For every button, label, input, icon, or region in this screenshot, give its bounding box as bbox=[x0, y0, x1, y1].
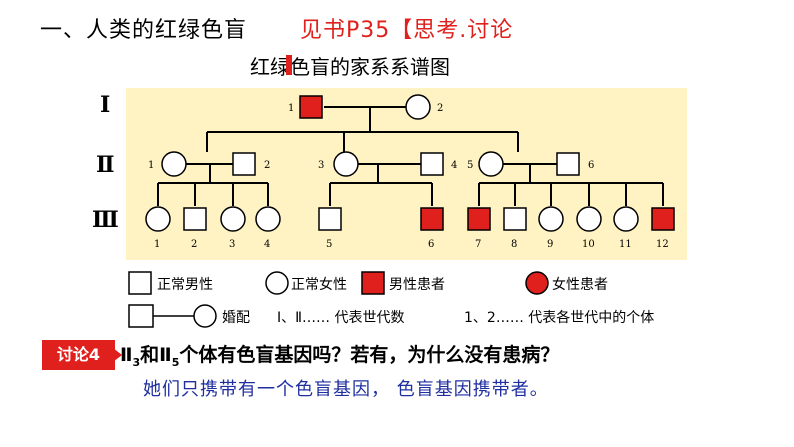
badge-arrow bbox=[113, 348, 122, 362]
generation-label-2: Ⅱ bbox=[96, 152, 115, 178]
gen1-affected-male bbox=[299, 95, 323, 119]
ind-III-12: 12 bbox=[656, 239, 669, 250]
ind-III-9: 9 bbox=[547, 239, 553, 250]
gen3-female-11 bbox=[613, 206, 639, 232]
ind-III-2: 2 bbox=[191, 239, 197, 250]
legend-individual-note: 1、2…… 代表各世代中的个体 bbox=[464, 310, 654, 326]
ind-II-1: 1 bbox=[148, 160, 154, 171]
ind-III-1: 1 bbox=[154, 239, 160, 250]
question-mid: 和Ⅱ bbox=[140, 344, 172, 366]
legend-affected-male: 男性患者 bbox=[389, 277, 445, 293]
discussion-question: Ⅱ3和Ⅱ5个体有色盲基因吗？若有，为什么没有患病？ bbox=[120, 340, 559, 369]
pedigree-background bbox=[126, 88, 687, 260]
textbook-reference: 见书P35【思考.讨论 bbox=[300, 18, 514, 43]
ind-III-3: 3 bbox=[229, 239, 235, 250]
ind-I-2: 2 bbox=[437, 103, 443, 114]
legend-normal-male: 正常男性 bbox=[157, 277, 213, 293]
gen3-female-9 bbox=[538, 206, 564, 232]
legend-normal-male-symbol bbox=[128, 271, 152, 295]
ind-III-6: 6 bbox=[428, 239, 434, 250]
generation-label-1: Ⅰ bbox=[100, 92, 110, 118]
gen3-affected-male-6 bbox=[420, 207, 444, 231]
pedigree-title: 红绿色盲的家系系谱图 bbox=[250, 55, 450, 79]
gen2-female-1 bbox=[161, 151, 187, 177]
legend-marriage-female-symbol bbox=[193, 304, 217, 328]
ind-III-11: 11 bbox=[619, 239, 632, 250]
discussion-answer: 她们只携带有一个色盲基因， 色盲基因携带者。 bbox=[143, 379, 549, 400]
gen2-male-4 bbox=[420, 152, 444, 176]
pedigree-lines bbox=[157, 106, 664, 206]
gen2-male-6 bbox=[556, 152, 580, 176]
legend-affected-male-symbol bbox=[361, 271, 385, 295]
ind-I-1: 1 bbox=[288, 103, 294, 114]
ind-III-7: 7 bbox=[475, 239, 481, 250]
legend-marriage: 婚配 bbox=[222, 310, 250, 326]
gen3-female-1 bbox=[145, 206, 171, 232]
gen3-female-4 bbox=[255, 206, 281, 232]
gen2-female-5 bbox=[478, 151, 504, 177]
question-sub-a: 3 bbox=[132, 355, 141, 369]
legend-normal-female-symbol bbox=[265, 271, 289, 295]
question-suffix: 个体有色盲基因吗？若有，为什么没有患病？ bbox=[179, 344, 560, 366]
ind-II-6: 6 bbox=[588, 160, 594, 171]
ind-II-5: 5 bbox=[467, 160, 473, 171]
question-sub-b: 5 bbox=[171, 355, 180, 369]
legend-affected-female-symbol bbox=[525, 271, 549, 295]
gen2-female-3 bbox=[333, 151, 359, 177]
ind-II-4: 4 bbox=[451, 160, 457, 171]
gen3-affected-male-12 bbox=[651, 207, 675, 231]
gen3-female-3 bbox=[220, 206, 246, 232]
generation-label-3: Ⅲ bbox=[92, 207, 119, 233]
ind-III-8: 8 bbox=[511, 239, 517, 250]
gen3-male-5 bbox=[318, 207, 342, 231]
legend-generation-note: Ⅰ、Ⅱ…… 代表世代数 bbox=[277, 310, 404, 326]
ind-II-2: 2 bbox=[264, 160, 270, 171]
ind-II-3: 3 bbox=[318, 160, 324, 171]
gen3-affected-male-7 bbox=[467, 207, 491, 231]
gen3-male-2 bbox=[183, 207, 207, 231]
section-title: 一、人类的红绿色盲 bbox=[40, 18, 248, 43]
gen3-male-8 bbox=[503, 207, 527, 231]
gen3-female-10 bbox=[576, 206, 602, 232]
legend-marriage-male-symbol bbox=[128, 304, 154, 328]
discussion-badge: 讨论4 bbox=[42, 340, 115, 370]
gen2-male-2 bbox=[232, 152, 256, 176]
ind-III-5: 5 bbox=[326, 239, 332, 250]
ind-III-4: 4 bbox=[264, 239, 270, 250]
gen1-normal-female bbox=[405, 94, 431, 120]
legend-affected-female: 女性患者 bbox=[552, 276, 608, 293]
legend-normal-female: 正常女性 bbox=[291, 276, 347, 293]
bracket-mark bbox=[286, 55, 292, 75]
question-prefix: Ⅱ bbox=[120, 344, 133, 366]
ind-III-10: 10 bbox=[582, 239, 595, 250]
